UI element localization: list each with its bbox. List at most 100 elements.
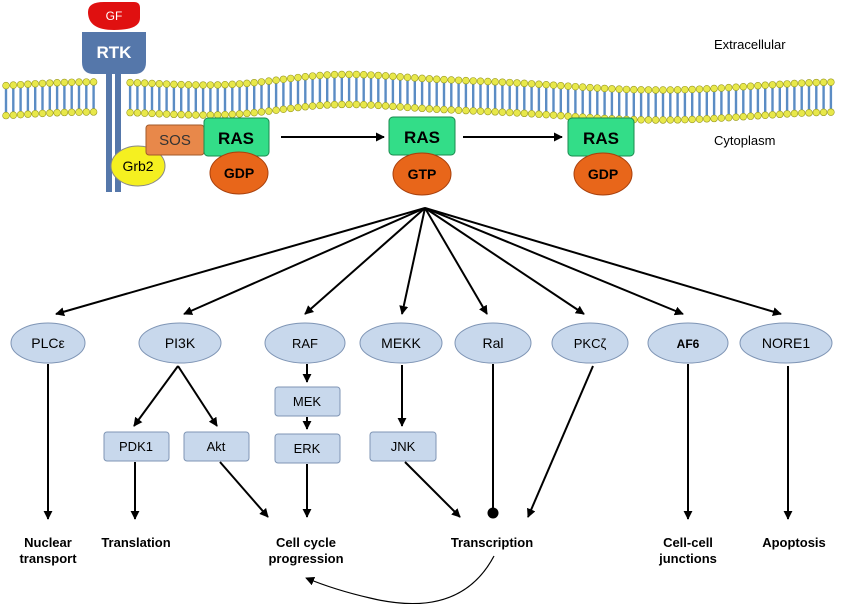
lipid-head [476, 107, 485, 115]
lipid-head [323, 71, 331, 79]
lipid-head [228, 110, 237, 119]
lipid-head [360, 101, 368, 109]
ras-label-2: RAS [404, 128, 440, 147]
jnk-box [369, 431, 437, 462]
lipid-head [24, 80, 32, 88]
grb2-node: Grb2 [110, 145, 166, 187]
lipid-head [535, 80, 543, 88]
node-jnk: JNK [369, 431, 437, 462]
lipid-head [776, 80, 784, 89]
lipid-head [695, 115, 704, 123]
lipid-head [53, 79, 61, 87]
lipid-head [673, 86, 682, 94]
lipid-head [666, 86, 674, 94]
lipid-head [491, 78, 499, 86]
lipid-head [724, 113, 733, 122]
lipid-head [535, 110, 543, 118]
raf-label: RAF [292, 336, 318, 351]
lipid-head [783, 110, 791, 118]
lipid-head [783, 80, 791, 88]
lipid-head [235, 80, 244, 88]
lipid-head [637, 86, 645, 94]
lipid-head [666, 116, 674, 124]
node-pdk1: PDK1 [103, 431, 170, 462]
lipid-head [484, 107, 492, 116]
lipid-head [498, 78, 507, 86]
lipid-head [214, 111, 222, 119]
lipid-head [812, 78, 820, 87]
lipid-head [819, 78, 828, 87]
lipid-head [170, 80, 178, 89]
lipid-head [221, 80, 229, 89]
lipid-head [761, 111, 769, 119]
lipid-head [257, 108, 266, 116]
lipid-head [498, 108, 507, 116]
lipid-head [819, 108, 828, 117]
lipid-head [374, 71, 382, 80]
lipid-head [250, 108, 258, 117]
lipid-head [60, 78, 69, 87]
lipid-head [308, 72, 317, 80]
lipid-head [732, 113, 740, 121]
effector-arrows [55, 207, 782, 317]
lipid-head [330, 100, 339, 109]
lipid-head [469, 77, 477, 85]
lipid-head [630, 85, 638, 94]
lipid-head [148, 109, 156, 118]
lipid-head [644, 86, 653, 94]
node-erk: ERK [274, 433, 341, 464]
lipid-head [520, 109, 528, 118]
lipid-head [243, 109, 251, 118]
lipid-head [710, 114, 718, 123]
node-pkcz: PKCζ [551, 322, 629, 364]
arrow-transcription-to-cellcycle [305, 555, 495, 604]
gtp-label: GTP [408, 166, 437, 182]
lipid-head [323, 101, 331, 109]
lipid-head [24, 110, 32, 118]
lipid-head [754, 82, 762, 90]
lipid-head [301, 73, 309, 81]
lipid-head [265, 107, 273, 115]
lipid-head [381, 102, 390, 110]
lipid-head [89, 108, 98, 116]
lipid-head [192, 111, 200, 119]
lipid-head [162, 110, 171, 118]
ras-label-1: RAS [218, 129, 254, 148]
lipid-head [75, 78, 83, 86]
lipid-head [206, 111, 215, 119]
lipid-head [316, 101, 324, 110]
lipid-head [330, 70, 339, 79]
lipid-head [564, 82, 572, 90]
lipid-head [513, 109, 521, 117]
lipid-head [651, 86, 660, 94]
lipid-head [403, 73, 412, 82]
ras-gtp-active: RAS GTP [388, 116, 456, 196]
lipid-head [257, 78, 266, 86]
lipid-head [301, 103, 309, 111]
lipid-head [768, 111, 777, 119]
lipid-head [228, 80, 237, 89]
lipid-head [9, 111, 17, 119]
lipid-head [374, 101, 382, 110]
lipid-head [768, 81, 777, 89]
gf-shape [88, 2, 140, 30]
lipid-head [527, 80, 536, 88]
cell-membrane [2, 70, 835, 124]
lipid-head [199, 81, 207, 89]
lipid-head [294, 103, 302, 112]
lipid-head [476, 77, 485, 85]
nore1-ellipse [739, 322, 833, 364]
arrow-to-mekk [399, 207, 426, 315]
akt-label: Akt [207, 439, 226, 454]
lipid-head [681, 115, 689, 124]
lipid-head [352, 100, 361, 109]
gdp-ellipse-1 [209, 151, 269, 195]
node-akt: Akt [183, 431, 250, 462]
lipid-head [491, 108, 499, 116]
lipid-head [411, 104, 419, 112]
rtk-label: RTK [97, 43, 133, 62]
lipid-head [75, 108, 83, 116]
rtk-transmembrane-stem-left [106, 60, 112, 192]
lipid-head [797, 79, 806, 87]
lipid-head [600, 84, 609, 93]
